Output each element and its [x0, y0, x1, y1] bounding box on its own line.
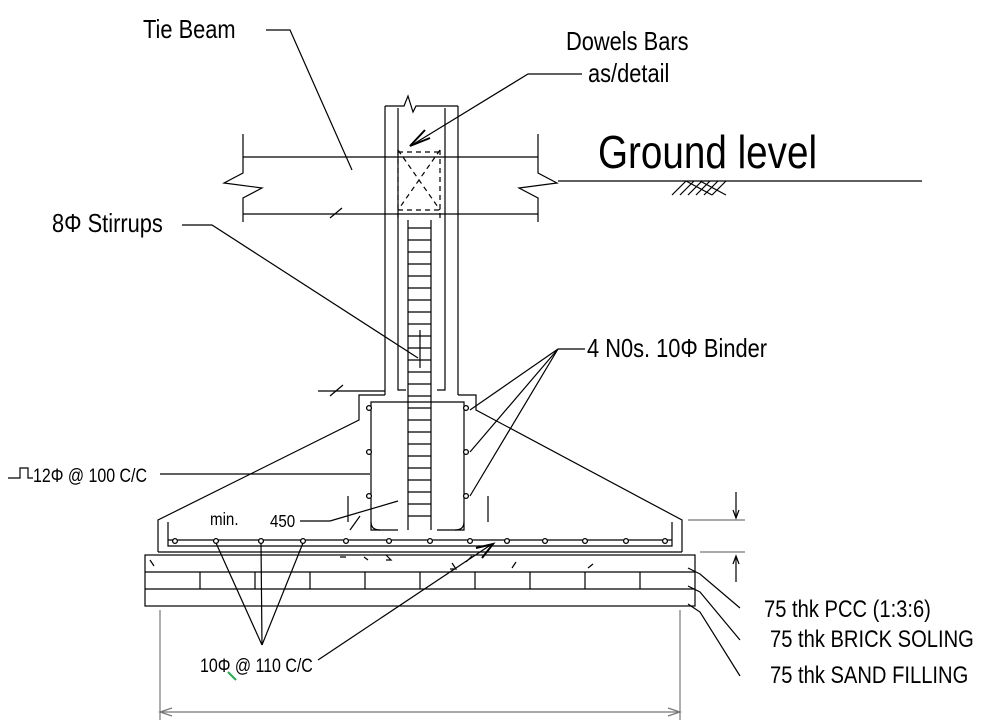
- label-sand-filling: 75 thk SAND FILLING: [770, 661, 968, 688]
- dimension-lines: [158, 492, 745, 720]
- stirrups-ladder: [408, 227, 431, 517]
- label-brick-soling: 75 thk BRICK SOLING: [770, 625, 974, 652]
- tie-beam: [222, 134, 559, 222]
- label-pcc: 75 thk PCC (1:3:6): [764, 595, 931, 622]
- label-column-bars: 12Φ @ 100 C/C: [33, 465, 147, 487]
- footing-outline: [157, 394, 683, 553]
- label-binder: 4 N0s. 10Φ Binder: [587, 334, 767, 363]
- label-bottom-bars: 10Φ @ 110 C/C: [200, 655, 313, 677]
- bar-bend-symbol: [8, 467, 33, 479]
- label-stirrups: 8Φ Stirrups: [52, 209, 163, 238]
- label-ground-level: Ground level: [598, 127, 817, 178]
- ground-level-line: [558, 180, 922, 196]
- bar-dots: [171, 404, 669, 545]
- column: [318, 94, 459, 530]
- leader-lines: [160, 29, 741, 681]
- label-dim-450: 450: [270, 511, 295, 532]
- base-layers: [144, 554, 696, 607]
- label-min: min.: [210, 509, 239, 530]
- label-dowels-line1: Dowels Bars: [566, 27, 689, 56]
- label-tie-beam: Tie Beam: [143, 15, 236, 44]
- label-dowels-line2: as/detail: [588, 59, 669, 88]
